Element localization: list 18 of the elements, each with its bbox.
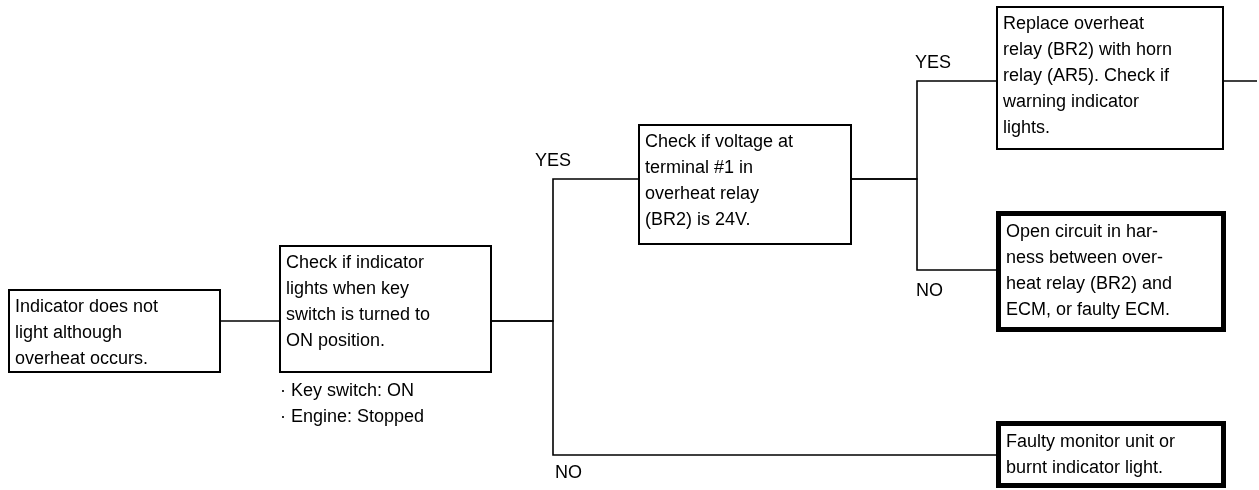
step-text: Indicator does not light although overheat occurs. (15, 295, 160, 370)
action-box (996, 6, 1224, 150)
connector-line (1223, 80, 1258, 82)
connector-line (220, 320, 280, 322)
start-box (8, 289, 221, 373)
result-box (996, 211, 1226, 332)
step-text: Check if voltage at terminal #1 in overheat relay (BR2) is 24V. (645, 130, 795, 231)
condition-note: · Engine: Stopped (280, 405, 425, 428)
check-box (279, 245, 492, 373)
step-text: Faulty monitor unit or burnt indicator light. (1006, 430, 1177, 479)
step-text: Replace overheat relay (BR2) with horn relay (AR5). Check if warning indicator lights. (1003, 12, 1174, 139)
result-box (996, 421, 1226, 488)
check-box (638, 124, 852, 245)
connector-line (851, 178, 997, 271)
condition-note: · Key switch: ON (280, 379, 415, 402)
step-text: Check if indicator lights when key switch is turned to ON position. (286, 251, 432, 352)
connector-line (491, 320, 997, 456)
step-text: Open circuit in har- ness between over- heat relay (BR2) and ECM, or faulty ECM. (1006, 220, 1174, 321)
